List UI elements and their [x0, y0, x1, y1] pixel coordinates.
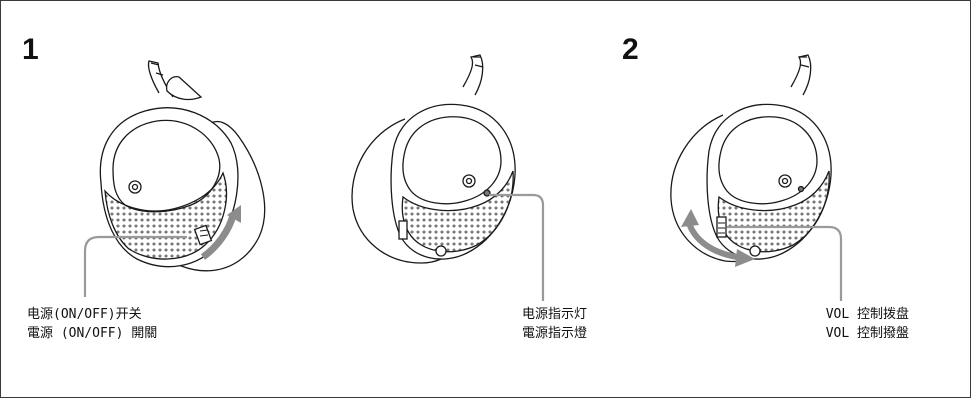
step-number-1: 1 [22, 33, 39, 66]
label-power-indicator-traditional: 電源指示燈 [521, 326, 587, 341]
label-vol-dial: VOL 控制拨盘 VOL 控制撥盤 [761, 305, 909, 343]
label-vol-dial-traditional: VOL 控制撥盤 [825, 326, 909, 341]
rotate-up-arrow-icon [681, 209, 699, 227]
callout-line-power-switch [83, 235, 187, 297]
headphone-illustration-1 [99, 60, 266, 272]
callout-line-power-indicator [489, 193, 545, 301]
slide-arrow-icon [227, 205, 241, 223]
step-number-2: 2 [622, 33, 639, 66]
label-power-indicator: 电源指示灯 電源指示燈 [463, 305, 587, 343]
label-power-indicator-simplified: 电源指示灯 [521, 307, 587, 322]
label-power-switch: 电源(ON/OFF)开关 電源 (ON/OFF) 開關 [27, 305, 157, 343]
rotate-down-arrow-icon [735, 249, 755, 267]
label-power-switch-traditional: 電源 (ON/OFF) 開關 [27, 326, 158, 341]
headphone-illustration-2 [351, 54, 516, 264]
label-vol-dial-simplified: VOL 控制拨盘 [825, 307, 909, 322]
callout-line-vol-dial [727, 225, 843, 301]
label-power-switch-simplified: 电源(ON/OFF)开关 [27, 307, 142, 322]
